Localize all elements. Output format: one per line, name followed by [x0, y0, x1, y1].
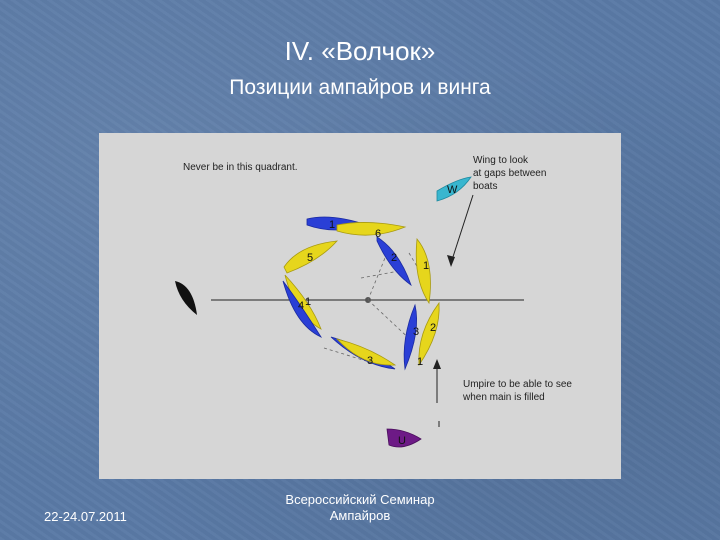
slide-title: IV. «Волчок»: [284, 36, 436, 66]
boat-yellow: [335, 338, 397, 366]
umpire-note-2: when main is filled: [462, 392, 545, 403]
boat-black: [175, 281, 197, 315]
wing-note-3: boats: [473, 181, 497, 192]
footer-event: Всероссийский Семинар Ампайров: [0, 492, 720, 524]
slide-subtitle: Позиции ампайров и винга: [229, 76, 491, 99]
boat-number: 5: [307, 252, 313, 264]
boat-blue: [282, 280, 323, 338]
umpire-note-1: Umpire to be able to see: [463, 379, 572, 390]
boat-number: 3: [413, 326, 419, 338]
diagram-panel: W U 1 6 5 2 1 4 1 3 2 3 1 Never be in th…: [99, 133, 621, 479]
boat-number: 2: [430, 322, 436, 334]
footer-event-line1: Всероссийский Семинар: [285, 492, 435, 507]
boat-yellow: [415, 237, 431, 305]
wing-arrow-line: [450, 194, 474, 264]
boat-number: 6: [375, 228, 381, 240]
boat-number: 3: [367, 355, 373, 367]
boat-umpire: [386, 428, 422, 448]
boat-yellow: [336, 222, 407, 236]
wing-arrow-head: [447, 255, 455, 267]
umpire-arrow-head: [433, 359, 441, 369]
wing-note-2: at gaps between: [473, 168, 546, 179]
boat-number: 4: [298, 300, 304, 312]
boat-blue: [376, 236, 412, 287]
boat-yellow: [283, 240, 338, 274]
rotation-diagram: W U 1 6 5 2 1 4 1 3 2 3 1 Never be in th…: [175, 155, 572, 448]
dashed-line: [360, 270, 400, 279]
footer-date: 22-24.07.2011: [44, 509, 127, 524]
boat-number: 2: [391, 252, 397, 264]
boat-number: 1: [329, 219, 335, 231]
wing-label: W: [447, 184, 458, 196]
umpire-label: U: [398, 435, 406, 447]
boat-wing: [436, 176, 472, 202]
boat-number: 1: [305, 296, 311, 308]
footer-event-line2: Ампайров: [329, 508, 391, 523]
boat-yellow: [418, 301, 440, 367]
wing-note-1: Wing to look: [473, 155, 529, 166]
boat-blue: [403, 303, 417, 371]
boat-number: 1: [417, 356, 423, 368]
boat-number: 1: [423, 260, 429, 272]
quadrant-note: Never be in this quadrant.: [183, 162, 298, 173]
dashed-line: [367, 299, 415, 344]
